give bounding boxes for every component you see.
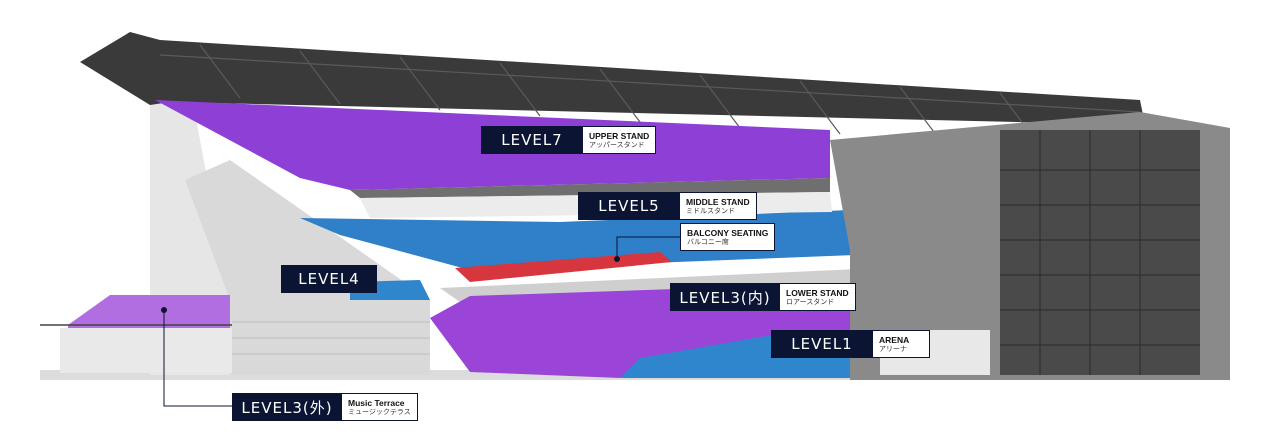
- level7-en: UPPER STAND: [589, 130, 650, 141]
- left-floor-lines: [232, 321, 430, 355]
- balcony-ja: バルコニー席: [687, 237, 729, 246]
- level7-ja: アッパースタンド: [589, 140, 645, 149]
- label-balcony: BALCONY SEATING バルコニー席: [680, 223, 776, 251]
- balcony-desc: BALCONY SEATING バルコニー席: [680, 223, 776, 251]
- level3-outer-ja: ミュージックテラス: [348, 407, 411, 416]
- level3-outer-en: Music Terrace: [348, 397, 405, 408]
- label-level3-inner: LEVEL3(内) LOWER STAND ロアースタンド: [670, 283, 856, 311]
- level5-ja: ミドルスタンド: [686, 206, 735, 215]
- label-level3-outer: LEVEL3(外) Music Terrace ミュージックテラス: [232, 393, 418, 421]
- balcony-en: BALCONY SEATING: [687, 227, 769, 238]
- right-tower: [1000, 130, 1200, 375]
- level7-tag: LEVEL7: [481, 126, 583, 154]
- level4-tag: LEVEL4: [281, 265, 377, 293]
- label-level7: LEVEL7 UPPER STAND アッパースタンド: [481, 126, 657, 154]
- level1-ja: アリーナ: [879, 344, 907, 353]
- level5-en: MIDDLE STAND: [686, 196, 750, 207]
- music-terrace-area: [68, 295, 230, 328]
- level1-desc: ARENA アリーナ: [873, 330, 931, 358]
- terrace-marker-dot: [161, 307, 167, 313]
- level3-inner-ja: ロアースタンド: [786, 297, 835, 306]
- callout-lines: [163, 236, 680, 407]
- level5-desc: MIDDLE STAND ミドルスタンド: [680, 192, 757, 220]
- level3-inner-desc: LOWER STAND ロアースタンド: [780, 283, 856, 311]
- level7-desc: UPPER STAND アッパースタンド: [583, 126, 657, 154]
- level1-en: ARENA: [879, 334, 910, 345]
- level3-outer-tag: LEVEL3(外): [232, 393, 342, 421]
- level1-tag: LEVEL1: [771, 330, 873, 358]
- label-level1: LEVEL1 ARENA アリーナ: [771, 330, 931, 358]
- level5-tag: LEVEL5: [578, 192, 680, 220]
- roof-truss: [159, 44, 1141, 147]
- level3-inner-en: LOWER STAND: [786, 287, 849, 298]
- right-floor-lines: [1000, 130, 1200, 375]
- terrace-substructure: [60, 328, 232, 373]
- level3-outer-desc: Music Terrace ミュージックテラス: [342, 393, 418, 421]
- label-level4: LEVEL4: [281, 265, 377, 293]
- roof: [80, 32, 1145, 125]
- label-level5: LEVEL5 MIDDLE STAND ミドルスタンド: [578, 192, 757, 220]
- level3-inner-tag: LEVEL3(内): [670, 283, 780, 311]
- balcony-marker-dot: [614, 256, 620, 262]
